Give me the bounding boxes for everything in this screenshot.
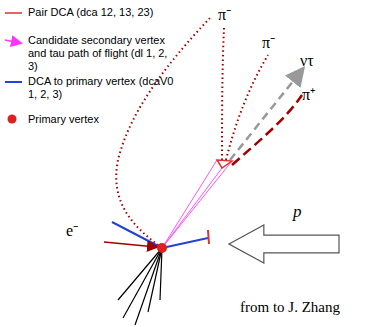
beam-arrow: p <box>228 224 340 264</box>
particle-label: π⁺ <box>302 86 315 104</box>
pion-track <box>226 55 268 160</box>
dca-tick <box>208 230 209 244</box>
neutrino-track <box>230 70 302 160</box>
pv-tracks <box>118 248 162 325</box>
beam <box>104 242 156 247</box>
particle-label: ντ <box>300 52 314 70</box>
pion-track <box>222 28 224 160</box>
legend-text: Candidate secondary vertex and tau path … <box>28 34 178 73</box>
legend-text: Primary vertex <box>28 113 178 126</box>
flight-path <box>162 160 232 248</box>
legend-text: Pair DCA (dca 12, 13, 23) <box>28 6 228 19</box>
legend-sample <box>5 40 20 43</box>
pion-plus-track <box>232 95 302 165</box>
legend-sample <box>8 115 17 124</box>
particle-label: p <box>293 202 302 222</box>
credit-note: from to J. Zhang <box>240 298 340 316</box>
dca-line <box>162 238 208 248</box>
hollow-arrow <box>228 224 340 264</box>
particle-label: π⁻ <box>262 34 275 52</box>
legend-text: DCA to primary vertex (dcaV0 1, 2, 3) <box>28 75 178 101</box>
particle-label: e⁻ <box>66 222 78 240</box>
legend-sample <box>5 81 22 83</box>
particle-label: π⁻ <box>218 6 231 24</box>
pair-dca <box>217 160 232 168</box>
legend-sample <box>5 12 22 14</box>
primary-vertex <box>157 243 167 253</box>
